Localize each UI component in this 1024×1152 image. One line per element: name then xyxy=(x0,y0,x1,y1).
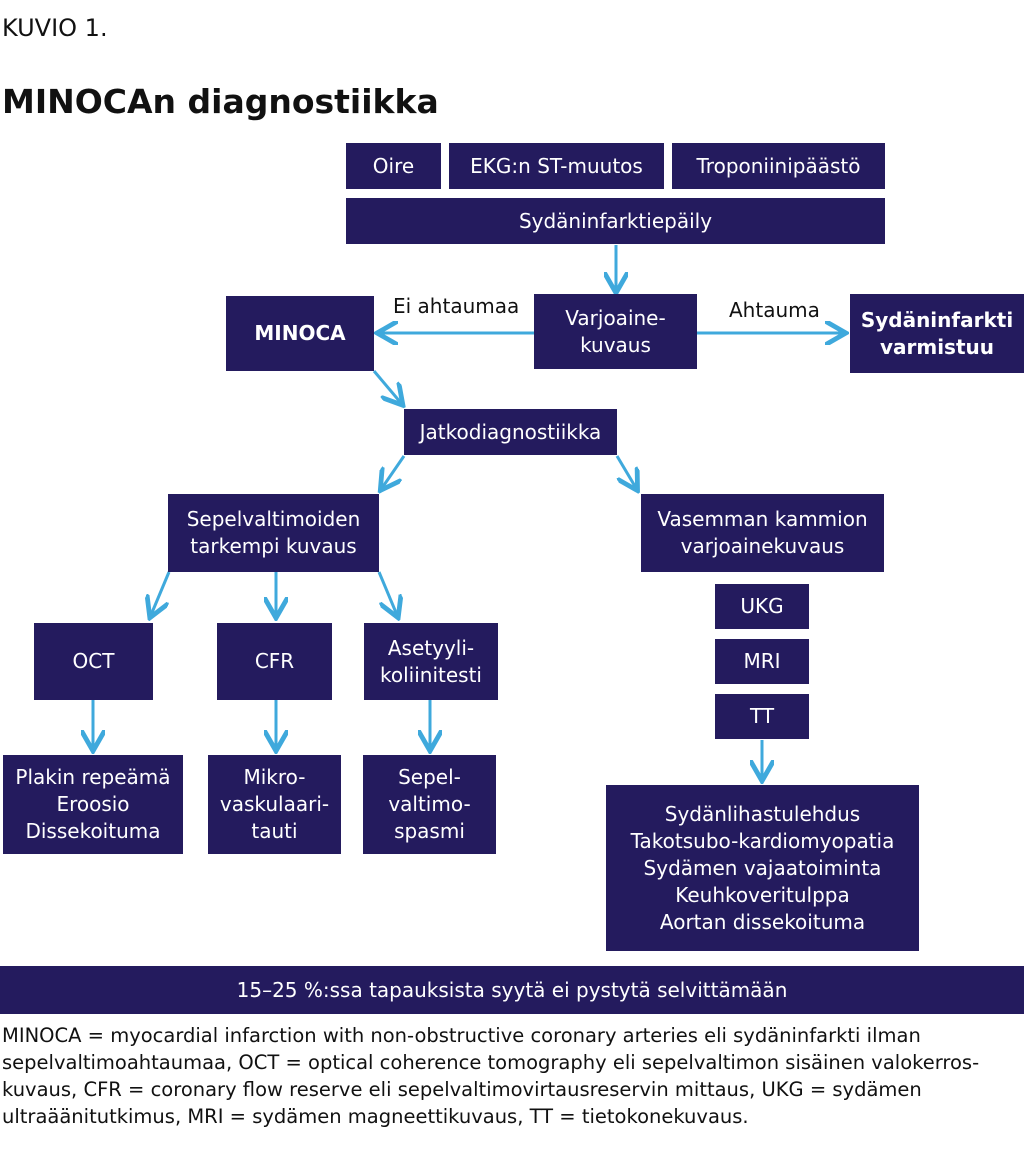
node-sepel: Sepelvaltimoiden tarkempi kuvaus xyxy=(168,494,379,572)
node-oire: Oire xyxy=(346,143,441,189)
node-ekg: EKG:n ST-muutos xyxy=(449,143,664,189)
node-vasen: Vasemman kammion varjoainekuvaus xyxy=(641,494,884,572)
node-tt: TT xyxy=(715,694,809,739)
node-asetyyli: Asetyyli- koliinitesti xyxy=(364,623,498,700)
edge-label-ei-ahtaumaa: Ei ahtaumaa xyxy=(393,294,520,318)
node-epaily: Sydäninfarktiepäily xyxy=(346,198,885,244)
node-ukg: UKG xyxy=(715,584,809,629)
node-jatko: Jatkodiagnostiikka xyxy=(404,409,617,455)
node-minoca: MINOCA xyxy=(226,296,374,371)
edge-label-ahtauma: Ahtauma xyxy=(729,298,820,322)
node-mikro: Mikro- vaskulaari- tauti xyxy=(208,755,341,854)
arrow-minoca-jatko xyxy=(372,370,401,403)
node-varmistuu: Sydäninfarkti varmistuu xyxy=(850,294,1024,373)
bottom-banner: 15–25 %:ssa tapauksista syytä ei pystytä… xyxy=(0,966,1024,1014)
node-sydan: Sydänlihastulehdus Takotsubo-kardiomyopa… xyxy=(606,785,919,951)
arrow-sepel-oct xyxy=(151,571,171,615)
arrow-jatko-vasen xyxy=(615,455,636,488)
arrow-jatko-sepel xyxy=(382,455,406,488)
node-plakki: Plakin repeämä Eroosio Dissekoituma xyxy=(3,755,183,854)
arrow-sepel-asetyyli xyxy=(377,571,397,615)
diagram-title: MINOCAn diagnostiikka xyxy=(2,82,439,121)
node-troponiini: Troponiinipäästö xyxy=(672,143,885,189)
node-mri: MRI xyxy=(715,639,809,684)
node-oct: OCT xyxy=(34,623,153,700)
figure-label: KUVIO 1. xyxy=(2,14,108,42)
node-spasmi: Sepel- valtimo- spasmi xyxy=(363,755,496,854)
node-cfr: CFR xyxy=(217,623,332,700)
footnote: MINOCA = myocardial infarction with non-… xyxy=(2,1024,980,1128)
node-varjoaine: Varjoaine- kuvaus xyxy=(534,294,697,369)
